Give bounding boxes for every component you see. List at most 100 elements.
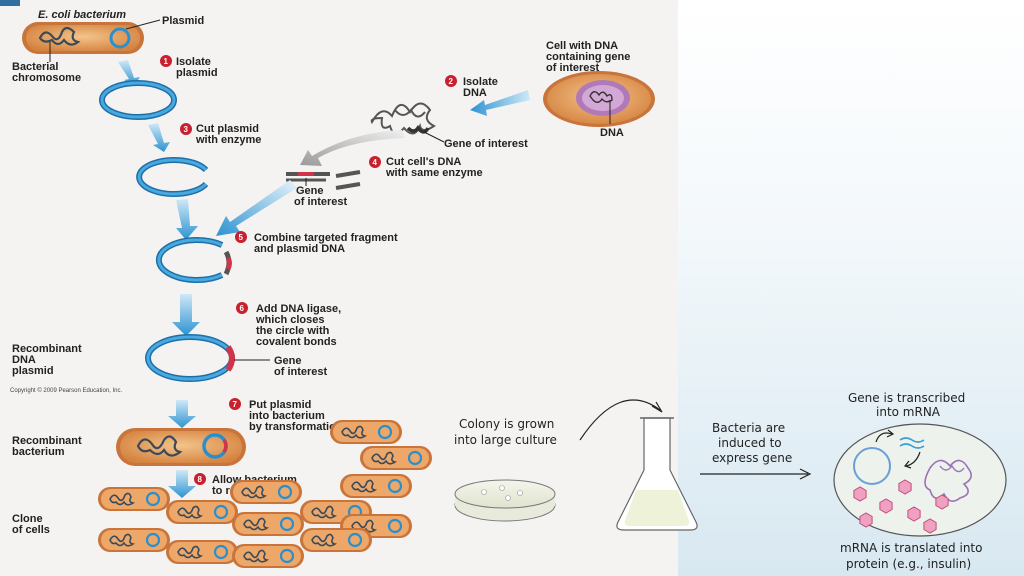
ecoli-label: E. coli bacterium (38, 9, 126, 21)
clone-cell (166, 500, 238, 524)
step-5-line-1: Combine targeted fragment (254, 232, 398, 244)
step-5-number: 5 (239, 233, 244, 242)
step-2-line-1: Isolate (463, 76, 498, 88)
step-7-badge (229, 398, 241, 410)
arrow-down-4 (172, 294, 200, 336)
step-3-line-2: with enzyme (195, 134, 261, 146)
step-2-line-2: DNA (463, 87, 487, 99)
colony-text-2: into large culture (454, 433, 557, 447)
step-6-number: 6 (240, 304, 245, 313)
protein-hexagon (907, 506, 921, 522)
transcribed-text-2: into mRNA (876, 405, 941, 419)
clone-cell (98, 528, 170, 552)
recombinant-bacterium (116, 428, 246, 466)
step-1-line-1: Isolate (176, 56, 211, 68)
clone-cell (166, 540, 238, 564)
arrow-down-1 (118, 60, 140, 86)
induced-text-1: Bacteria are (712, 421, 785, 435)
dna-label: DNA (600, 127, 624, 139)
copyright-notice: Copyright © 2009 Pearson Education, Inc. (10, 387, 122, 394)
plasmid-label: Plasmid (162, 15, 204, 27)
step-3-number: 3 (184, 125, 189, 134)
clone-cell (330, 420, 402, 444)
recombinant-bacterium-label-1: Recombinant (12, 435, 82, 447)
step-4-number: 4 (373, 158, 378, 167)
step-8-number: 8 (198, 475, 203, 484)
translated-text-1: mRNA is translated into (840, 541, 982, 555)
recombinant-gene-label-1: Gene (274, 355, 302, 367)
fragment-gene-label-2: of interest (294, 196, 348, 208)
arrow-down-6 (168, 470, 196, 498)
fragment-gene-label-1: Gene (296, 185, 324, 197)
recombinant-plasmid-label-3: plasmid (12, 365, 54, 377)
step-6-badge (236, 302, 248, 314)
culture-flask (616, 417, 698, 531)
arrow-to-cut-dna (300, 130, 405, 166)
recombinant-gene-label-2: of interest (274, 366, 328, 378)
arrow-isolate-dna (470, 90, 530, 116)
bacterial-chromosome-label-2: chromosome (12, 72, 81, 84)
transcribed-text-1: Gene is transcribed (848, 391, 965, 405)
slide-corner-bar (0, 0, 20, 6)
step-6-line-4: covalent bonds (256, 336, 337, 348)
donor-cell (543, 71, 655, 127)
donor-cell-label-1: Cell with DNA (546, 40, 618, 52)
step-7-line-2: into bacterium (249, 410, 325, 422)
step-7-number: 7 (233, 400, 238, 409)
step-6-line-2: which closes (255, 314, 324, 326)
gene-of-interest-label: Gene of interest (444, 138, 528, 150)
donor-cell-label-3: of interest (546, 62, 600, 74)
protein-hexagon (853, 486, 867, 502)
clone-cell (230, 480, 302, 504)
donor-cell-label-2: containing gene (546, 51, 630, 63)
step-4-line-2: with same enzyme (385, 167, 483, 179)
step-1-number: 1 (164, 57, 169, 66)
recombinant-plasmid-label-1: Recombinant (12, 343, 82, 355)
bacterial-chromosome-label-1: Bacterial (12, 61, 58, 73)
step-8-badge (194, 473, 206, 485)
induced-text-3: express gene (712, 451, 792, 465)
step-1-line-2: plasmid (176, 67, 218, 79)
step-6-line-3: the circle with (256, 325, 330, 337)
colony-arrow (579, 399, 661, 441)
clone-cell (232, 512, 304, 536)
protein-hexagons (853, 479, 949, 534)
step-2-badge (445, 75, 457, 87)
protein-hexagon (859, 512, 873, 528)
petri-dish (454, 479, 556, 522)
ecoli-cell (22, 22, 144, 54)
clone-cell (300, 528, 372, 552)
protein-hexagon (935, 494, 949, 510)
step-7-line-3: by transformation (249, 421, 343, 433)
arrow-down-3 (176, 199, 198, 240)
step-5-line-2: and plasmid DNA (254, 243, 345, 255)
translated-text-2: protein (e.g., insulin) (846, 557, 971, 571)
recombinant-bacterium-label-2: bacterium (12, 446, 65, 458)
arrow-down-2 (148, 123, 170, 152)
recombinant-plasmid-label-2: DNA (12, 354, 36, 366)
step-4-line-1: Cut cell's DNA (386, 156, 461, 168)
clone-label-1: Clone (12, 513, 43, 525)
step-4-badge (369, 156, 381, 168)
step-3-line-1: Cut plasmid (196, 123, 259, 135)
isolated-dna-strands (370, 102, 436, 135)
step-6-line-1: Add DNA ligase, (256, 303, 341, 315)
clone-cells (98, 420, 432, 568)
arrow-down-5 (168, 400, 196, 428)
expressing-bacterium (833, 423, 1007, 537)
protein-hexagon (879, 498, 893, 514)
step-2-number: 2 (449, 77, 454, 86)
clone-label-2: of cells (12, 524, 50, 536)
step-3-badge (180, 123, 192, 135)
induced-text-2: induced to (718, 436, 782, 450)
colony-text-1: Colony is grown (459, 417, 554, 431)
clone-cell (232, 544, 304, 568)
clone-cell (98, 487, 170, 511)
clone-cell (340, 474, 412, 498)
protein-hexagon (898, 479, 912, 495)
protein-hexagon (923, 518, 937, 534)
clone-cell (360, 446, 432, 470)
step-7-line-1: Put plasmid (249, 399, 311, 411)
step-5-badge (235, 231, 247, 243)
